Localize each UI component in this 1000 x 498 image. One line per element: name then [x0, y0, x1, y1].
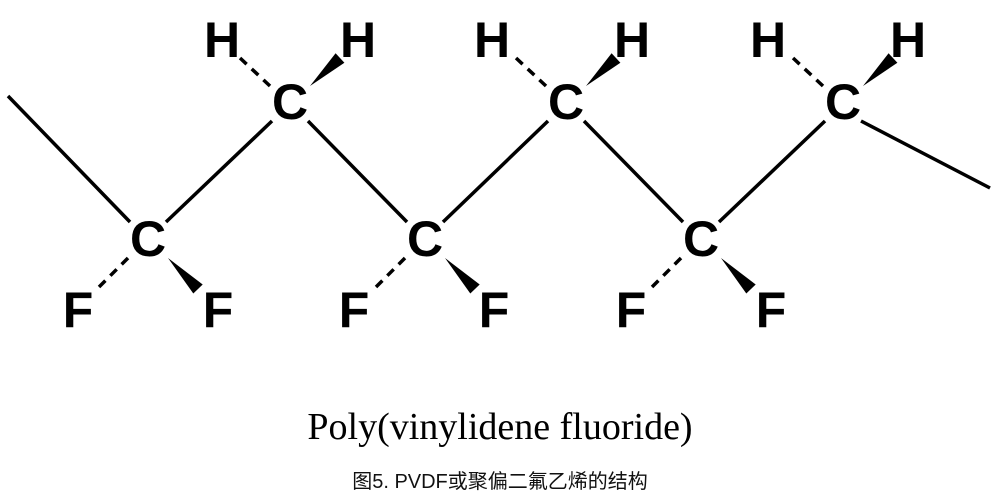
molecule-name-caption: Poly(vinylidene fluoride): [307, 406, 693, 448]
bond-backbone: [441, 119, 550, 224]
bond-dashed-cf: [649, 256, 683, 290]
atom-label-fluorine: F: [339, 282, 370, 338]
atom-label-hydrogen: H: [474, 12, 510, 68]
bond-dashed-ch: [791, 56, 825, 88]
pvdf-structure-diagram: H H C C F F H H C C F F H H: [6, 12, 991, 338]
repeat-unit-1: H H C C F F: [63, 12, 376, 338]
atom-label-hydrogen: H: [340, 12, 376, 68]
bond-backbone: [164, 119, 274, 224]
atom-label-carbon: C: [407, 211, 443, 267]
atom-label-carbon: C: [825, 74, 861, 130]
atom-label-fluorine: F: [479, 282, 510, 338]
atom-label-hydrogen: H: [890, 12, 926, 68]
atom-label-carbon: C: [130, 211, 166, 267]
bond-wedge-cf: [168, 258, 203, 294]
atom-label-fluorine: F: [616, 282, 647, 338]
bond-dashed-ch: [514, 56, 548, 88]
bond-backbone: [306, 119, 409, 224]
atom-label-fluorine: F: [756, 282, 787, 338]
figure-caption-zh: 图5. PVDF或聚偏二氟乙烯的结构: [352, 471, 648, 493]
atom-label-hydrogen: H: [204, 12, 240, 68]
bond-wedge-ch: [586, 53, 621, 86]
bond-wedge-ch: [863, 53, 898, 86]
bond-backbone: [860, 119, 991, 190]
bond-backbone: [6, 94, 132, 224]
bond-wedge-cf: [721, 258, 756, 294]
atom-label-carbon: C: [272, 74, 308, 130]
atom-label-fluorine: F: [63, 282, 94, 338]
atom-label-carbon: C: [683, 211, 719, 267]
bond-wedge-cf: [445, 258, 480, 294]
bond-dashed-ch: [238, 56, 272, 88]
atom-label-fluorine: F: [203, 282, 234, 338]
backbone-bonds: [6, 94, 991, 224]
repeat-unit-2: H H C C F F: [339, 12, 650, 338]
bond-wedge-ch: [310, 53, 345, 86]
atom-label-hydrogen: H: [614, 12, 650, 68]
repeat-unit-3: H H C C F F: [616, 12, 926, 338]
atom-label-carbon: C: [548, 74, 584, 130]
bond-dashed-cf: [373, 256, 407, 290]
bond-backbone: [717, 119, 827, 224]
bond-backbone: [582, 119, 685, 224]
atom-label-hydrogen: H: [750, 12, 786, 68]
bond-dashed-cf: [96, 256, 130, 290]
